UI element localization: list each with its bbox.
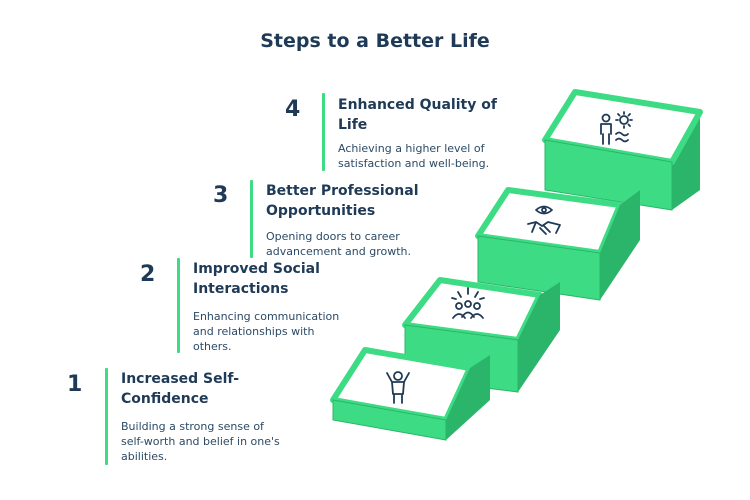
step-divider <box>250 180 253 258</box>
step-1-side <box>446 355 490 440</box>
step-number: 3 <box>213 183 229 208</box>
diagram-title: Steps to a Better Life <box>260 30 490 52</box>
person-sun-waves-icon <box>600 111 633 145</box>
step-divider <box>177 258 180 353</box>
step-number: 4 <box>285 97 301 122</box>
step-2-side <box>518 282 560 392</box>
group-celebration-icon <box>451 287 485 319</box>
step-number: 1 <box>67 372 83 397</box>
step-3-side <box>600 190 640 300</box>
step-divider <box>322 93 325 171</box>
step-heading: Increased Self-Confidence <box>121 371 240 407</box>
person-cheering-icon <box>386 371 410 404</box>
handshake-eye-icon <box>527 205 561 235</box>
step-number: 2 <box>140 262 156 287</box>
step-divider <box>105 368 108 465</box>
step-3-riser <box>544 139 673 211</box>
